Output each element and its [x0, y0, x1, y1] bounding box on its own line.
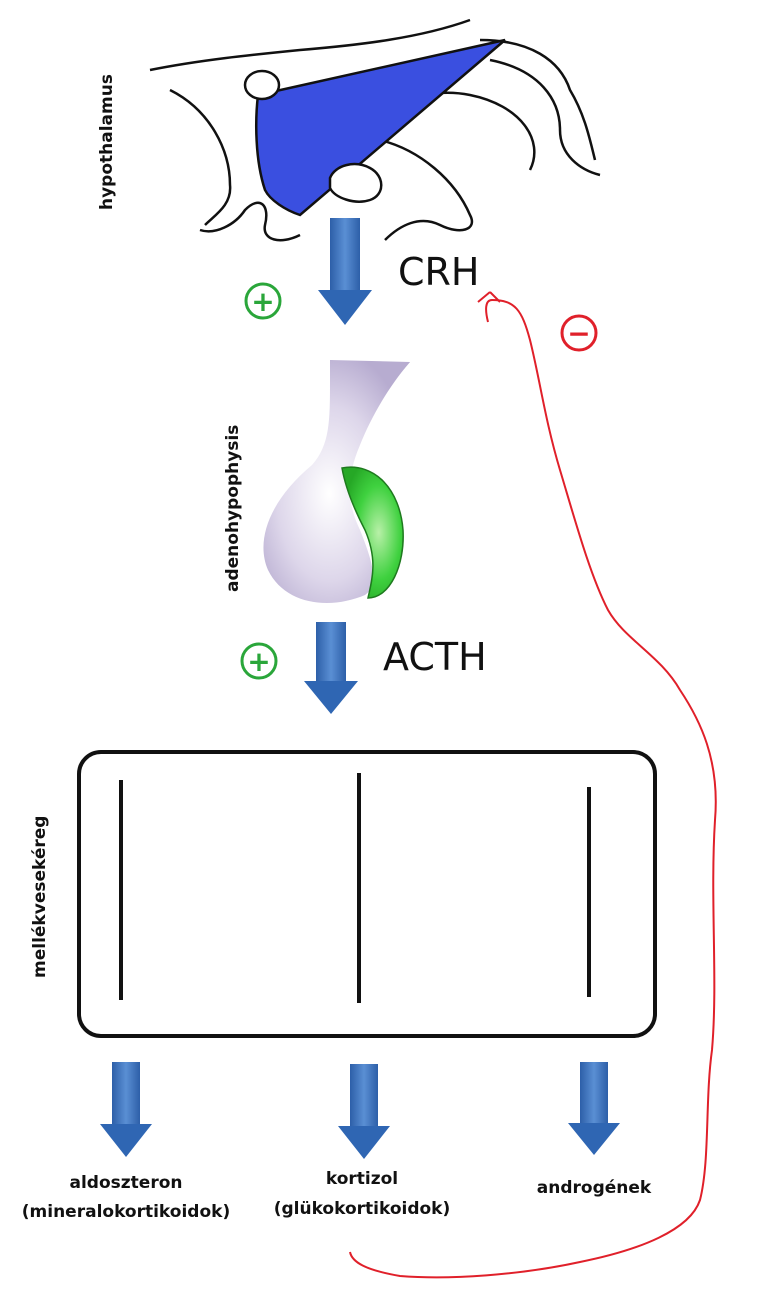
output-1-line1: aldoszteron — [70, 1173, 183, 1193]
adenohypophysis-label: adenohypophysis — [223, 425, 243, 592]
output-1-line2: (mineralokortikoidok) — [22, 1202, 230, 1222]
minus-sign-text: − — [567, 317, 590, 350]
output-arrow-3 — [568, 1062, 620, 1155]
plus-sign-2-text: + — [247, 645, 270, 678]
output-3-line1: androgének — [537, 1178, 652, 1198]
hypothalamus-label: hypothalamus — [97, 74, 117, 210]
hypothalamus-illustration — [149, 18, 601, 242]
crh-label: CRH — [398, 250, 480, 294]
plus-sign-1-text: + — [251, 285, 274, 318]
feedback-arrowhead — [477, 291, 501, 303]
output-2-line1: kortizol — [326, 1169, 398, 1189]
plus-sign-2: + — [240, 642, 278, 680]
arrow-crh — [318, 218, 372, 325]
arrow-acth — [304, 622, 358, 714]
cortex-label: mellékvesekéreg — [30, 816, 50, 978]
acth-label: ACTH — [383, 635, 487, 679]
plus-sign-1: + — [244, 282, 282, 320]
output-arrow-1 — [100, 1062, 152, 1157]
pituitary-illustration — [263, 360, 410, 603]
adrenal-cortex-box — [77, 750, 657, 1038]
minus-sign: − — [560, 314, 598, 352]
output-2-line2: (glükokortikoidok) — [274, 1199, 451, 1219]
negative-feedback-line — [349, 298, 717, 1279]
output-arrow-2 — [338, 1064, 390, 1159]
